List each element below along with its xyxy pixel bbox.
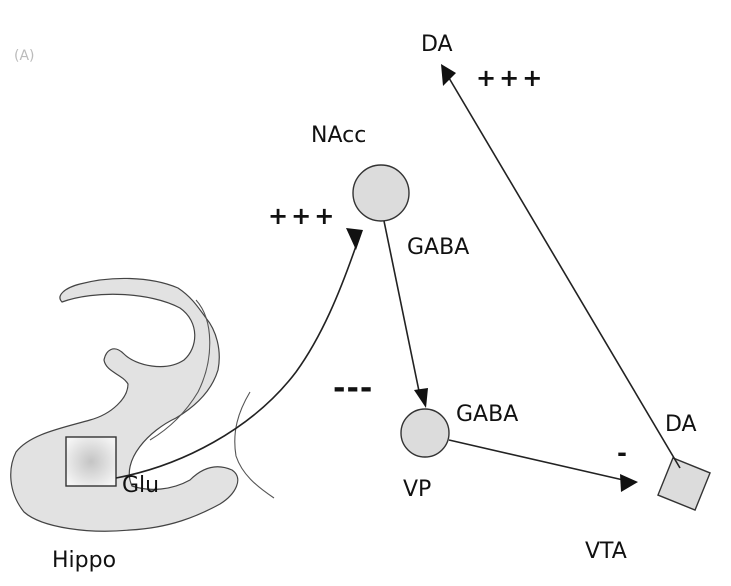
- vta-da-label: DA: [665, 412, 697, 437]
- nacc-to-vp-connection: [383, 220, 421, 397]
- da-projection-arrowhead: [441, 64, 456, 86]
- glu-effect-sign: +++: [268, 202, 337, 230]
- vta-effect-sign: -: [617, 439, 630, 467]
- da-top-label: DA: [421, 32, 453, 57]
- vp-effect-sign: ---: [333, 371, 373, 406]
- panel-label: (A): [14, 48, 35, 64]
- nacc-label: NAcc: [311, 123, 366, 148]
- hippo-label: Hippo: [52, 548, 116, 573]
- vp-label: VP: [403, 477, 431, 502]
- vp-node: [400, 408, 450, 458]
- hippocampus-outer-contour-1: [149, 299, 211, 441]
- vp-to-vta-connection: [448, 439, 633, 483]
- glu-to-nacc-connection: [115, 245, 357, 479]
- nacc-node: [352, 164, 410, 222]
- glu-neuron-square: [65, 436, 117, 487]
- vp-gaba-label: GABA: [456, 402, 518, 427]
- nacc-gaba-label: GABA: [407, 235, 469, 260]
- nacc-to-vp-arrowhead: [414, 388, 428, 408]
- da-top-effect: +++: [476, 64, 545, 92]
- vta-da-neuron: [657, 457, 711, 511]
- vta-to-da-projection: [448, 77, 681, 469]
- vta-label: VTA: [585, 539, 627, 564]
- glu-to-nacc-arrowhead: [346, 228, 363, 250]
- vp-to-vta-arrowhead: [620, 474, 638, 492]
- hippocampus-outer-contour-2: [234, 391, 275, 499]
- glu-label: Glu: [122, 473, 159, 498]
